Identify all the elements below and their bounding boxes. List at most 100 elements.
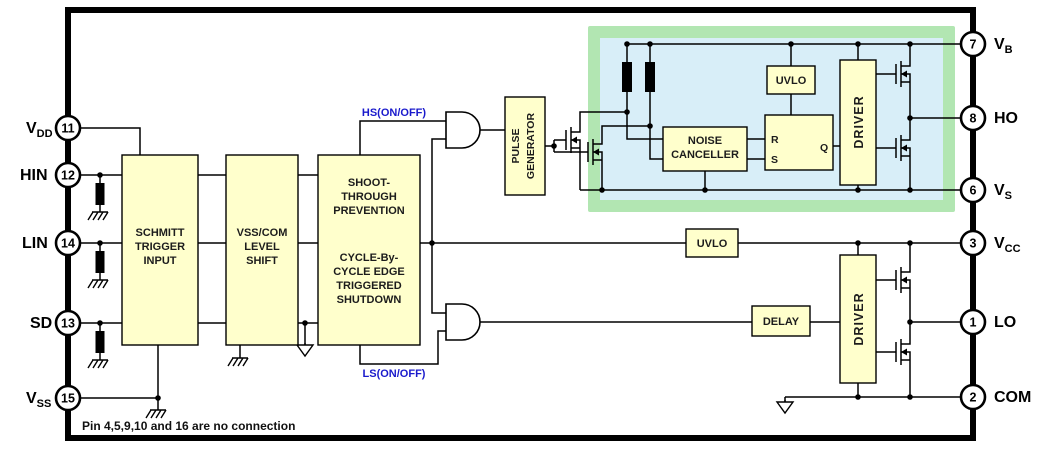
net-interblock bbox=[198, 174, 318, 358]
resistor-lin bbox=[95, 251, 105, 273]
shootthrough-line5: CYCLE EDGE bbox=[333, 266, 405, 278]
shootthrough-line4: CYCLE-By- bbox=[340, 252, 399, 264]
pin-number: 15 bbox=[61, 392, 75, 406]
resistor-levelshift-r1 bbox=[622, 62, 632, 92]
block-delay: DELAY bbox=[751, 305, 811, 337]
pin-12-hin: 12 HIN bbox=[20, 161, 82, 189]
pin-label: SD bbox=[30, 315, 52, 332]
latch-s-label: S bbox=[771, 154, 778, 166]
block-uvlo-low-side: UVLO bbox=[685, 228, 739, 258]
block-schmitt-trigger: SCHMITT TRIGGER INPUT bbox=[121, 154, 199, 346]
pin-number: 6 bbox=[970, 184, 977, 198]
pin-11-vdd: 11 VDD bbox=[26, 114, 82, 142]
pin-7-vb: 7 VB bbox=[959, 30, 1013, 58]
net-vdd bbox=[80, 127, 141, 155]
no-connection-note: Pin 4,5,9,10 and 16 are no connection bbox=[82, 419, 295, 433]
uvlo-low-label: UVLO bbox=[697, 238, 728, 250]
pin-label: LO bbox=[994, 314, 1016, 331]
driver-high-label: DRIVER bbox=[852, 95, 866, 148]
pin-number: 2 bbox=[970, 391, 977, 405]
noisecanceller-line1: NOISE bbox=[688, 135, 722, 147]
pin-number: 7 bbox=[970, 38, 977, 52]
net-resistor-outputs bbox=[626, 92, 663, 160]
pin-8-ho: 8 HO bbox=[959, 104, 1018, 132]
pulsegen-line1: PULSE bbox=[510, 128, 522, 163]
schmitt-line1: SCHMITT bbox=[136, 227, 185, 239]
net-lo bbox=[909, 298, 961, 334]
pin-2-com: 2 COM bbox=[959, 383, 1031, 411]
mosfet-low-side-bottom bbox=[883, 333, 911, 371]
net-vcc bbox=[420, 242, 961, 262]
pin-15-vss: 15 VSS bbox=[26, 384, 82, 412]
pin-number: 14 bbox=[61, 237, 75, 251]
ground-levelshift-icon bbox=[227, 357, 249, 367]
pin-1-lo: 1 LO bbox=[959, 308, 1016, 336]
ls-on-off-label: LS(ON/OFF) bbox=[363, 368, 426, 380]
ground-hin-icon bbox=[87, 211, 109, 221]
and-gate-high-side bbox=[445, 111, 481, 149]
shootthrough-line3: PREVENTION bbox=[333, 205, 405, 217]
block-driver-low-side: DRIVER bbox=[839, 254, 877, 384]
pin-number: 13 bbox=[61, 317, 75, 331]
and-gate-low-side bbox=[445, 303, 481, 341]
net-vs bbox=[579, 158, 961, 191]
pin-number: 3 bbox=[970, 237, 977, 251]
wire-layer bbox=[80, 43, 961, 410]
net-driver-hs-gates bbox=[876, 73, 884, 149]
pin-number: 1 bbox=[970, 316, 977, 330]
net-latch bbox=[747, 94, 840, 160]
net-vb bbox=[626, 43, 961, 66]
net-hs-signal bbox=[359, 120, 446, 155]
block-pulse-generator: PULSE GENERATOR bbox=[504, 96, 546, 196]
shootthrough-line1: SHOOT- bbox=[348, 177, 391, 189]
pin-label: HO bbox=[994, 110, 1018, 127]
block-rs-latch: R S Q bbox=[764, 114, 834, 171]
pin-14-lin: 14 LIN bbox=[22, 229, 82, 257]
block-driver-high-side: DRIVER bbox=[839, 59, 877, 186]
net-levelshift-drains bbox=[579, 111, 650, 134]
net-vss bbox=[80, 345, 159, 410]
noisecanceller-line2: CANCELLER bbox=[671, 149, 739, 161]
latch-q-label: Q bbox=[820, 142, 828, 154]
resistor-sd bbox=[95, 331, 105, 353]
pin-13-sd: 13 SD bbox=[30, 309, 82, 337]
ground-triangle-logic-icon bbox=[296, 342, 314, 357]
hs-on-off-label: HS(ON/OFF) bbox=[362, 107, 426, 119]
pin-label: VDD bbox=[26, 120, 53, 140]
pin-6-vs: 6 VS bbox=[959, 176, 1012, 204]
ground-triangle-com-icon bbox=[776, 399, 794, 414]
resistor-hin bbox=[95, 183, 105, 205]
pin-label: VS bbox=[994, 182, 1012, 202]
schmitt-line2: TRIGGER bbox=[135, 241, 185, 253]
pin-number: 8 bbox=[970, 112, 977, 126]
resistor-levelshift-r2 bbox=[645, 62, 655, 92]
ground-lin-icon bbox=[87, 279, 109, 289]
block-level-shift: VSS/COM LEVEL SHIFT bbox=[225, 154, 299, 346]
delay-label: DELAY bbox=[763, 316, 800, 328]
pin-label: VB bbox=[994, 36, 1013, 56]
net-ho bbox=[909, 92, 961, 130]
shootthrough-line2: THROUGH bbox=[341, 191, 397, 203]
net-ls-signal bbox=[359, 330, 446, 365]
block-noise-canceller: NOISE CANCELLER bbox=[662, 126, 748, 172]
pin-number: 11 bbox=[61, 122, 74, 136]
pulsegen-line2: GENERATOR bbox=[525, 113, 537, 180]
net-driver-ls-gates bbox=[876, 279, 884, 353]
levelshift-line3: SHIFT bbox=[246, 255, 278, 267]
block-uvlo-high-side: UVLO bbox=[766, 65, 816, 95]
pin-label: VSS bbox=[26, 390, 51, 410]
ground-sd-icon bbox=[87, 359, 109, 369]
mosfet-low-side-top bbox=[883, 261, 911, 299]
schmitt-line3: INPUT bbox=[144, 255, 177, 267]
chip-outline bbox=[65, 7, 976, 441]
ground-vss-icon bbox=[145, 409, 167, 419]
block-shoot-through-prevention: SHOOT- THROUGH PREVENTION CYCLE-By- CYCL… bbox=[317, 154, 421, 346]
shootthrough-line6: TRIGGERED bbox=[336, 280, 401, 292]
latch-r-label: R bbox=[771, 134, 779, 146]
pin-label: COM bbox=[994, 389, 1031, 406]
pin-number: 12 bbox=[61, 169, 75, 183]
uvlo-high-label: UVLO bbox=[776, 75, 807, 87]
levelshift-line1: VSS/COM bbox=[237, 227, 288, 239]
